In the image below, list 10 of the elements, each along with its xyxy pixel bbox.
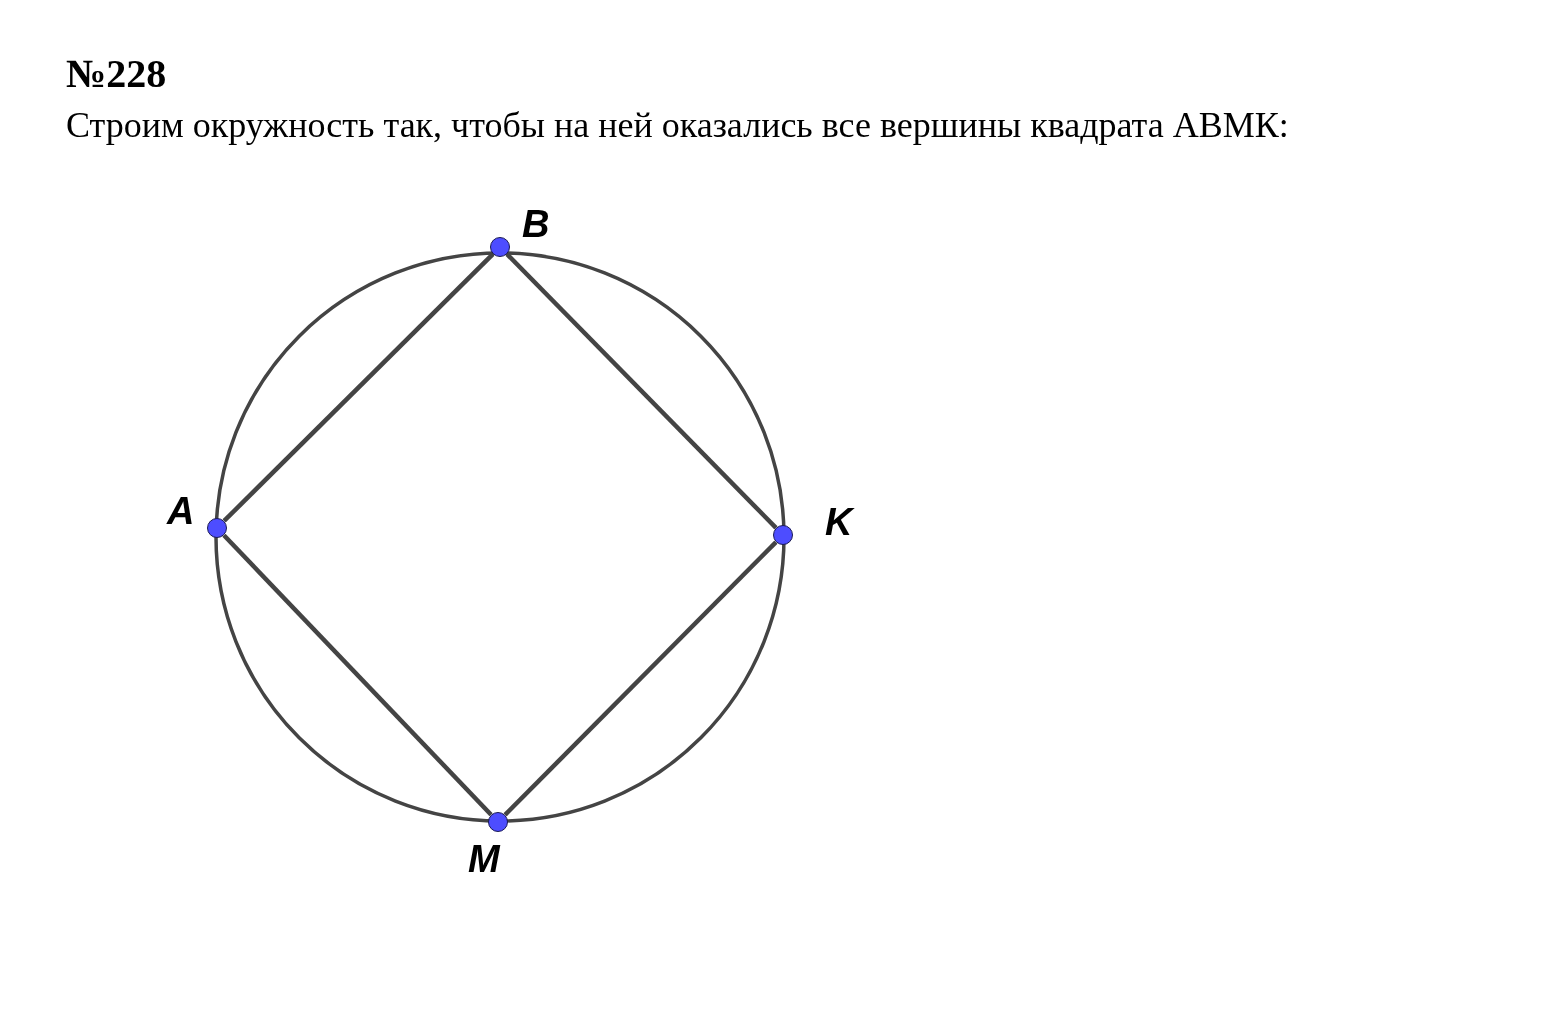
- square-side: [503, 540, 778, 817]
- square-side: [222, 533, 493, 817]
- vertex-label: K: [825, 503, 853, 541]
- vertex-label: B: [522, 205, 550, 243]
- task-text: Строим окружность так, чтобы на ней оказались все вершины квадрата АВМК:: [66, 104, 1290, 147]
- square-side: [222, 252, 495, 523]
- square-side: [505, 252, 778, 530]
- task-number: №228: [66, 50, 167, 97]
- vertex-label: A: [167, 492, 195, 530]
- vertex-label: M: [468, 840, 500, 878]
